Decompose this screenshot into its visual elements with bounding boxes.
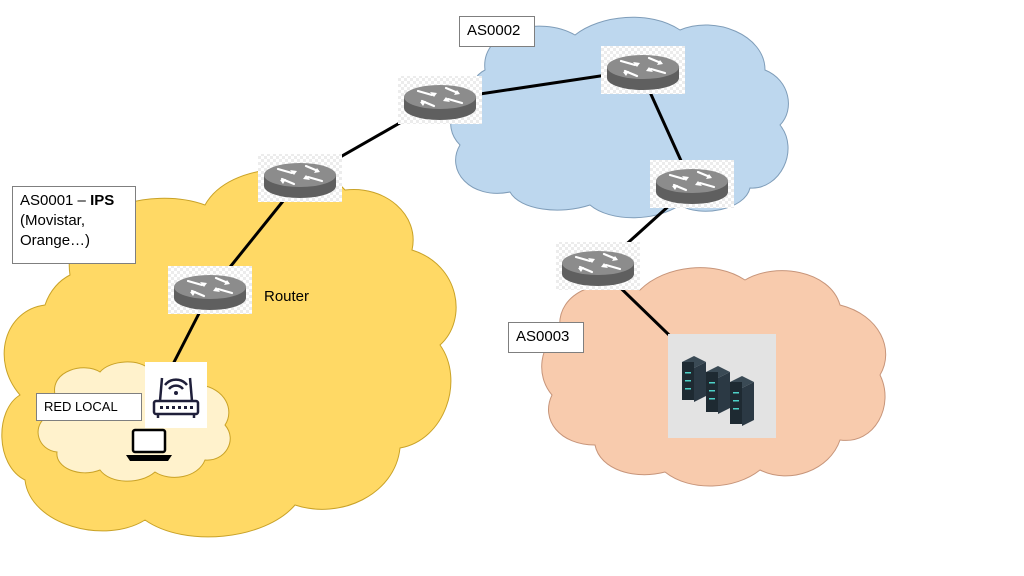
laptop-icon [126,428,172,461]
as0001-label: AS0001 – IPS (Movistar, Orange…) [12,186,136,264]
router-icon [166,264,254,316]
router-icon [554,240,642,292]
as0003-label: AS0003 [508,322,584,353]
as0001-line2: (Movistar, [20,212,86,229]
router-icon [256,152,344,204]
wifi-router-icon [145,362,207,428]
router-icon [599,44,687,96]
as0001-type: IPS [90,192,115,209]
red-local-label: RED LOCAL [36,393,142,421]
as0002-label: AS0002 [459,16,535,47]
router-icon [396,74,484,126]
server-rack-icon [668,334,776,438]
router-label: Router [264,288,310,305]
router-icon [648,158,736,210]
as0001-name: AS0001 – [20,192,91,209]
as0001-line3: Orange…) [20,232,91,249]
